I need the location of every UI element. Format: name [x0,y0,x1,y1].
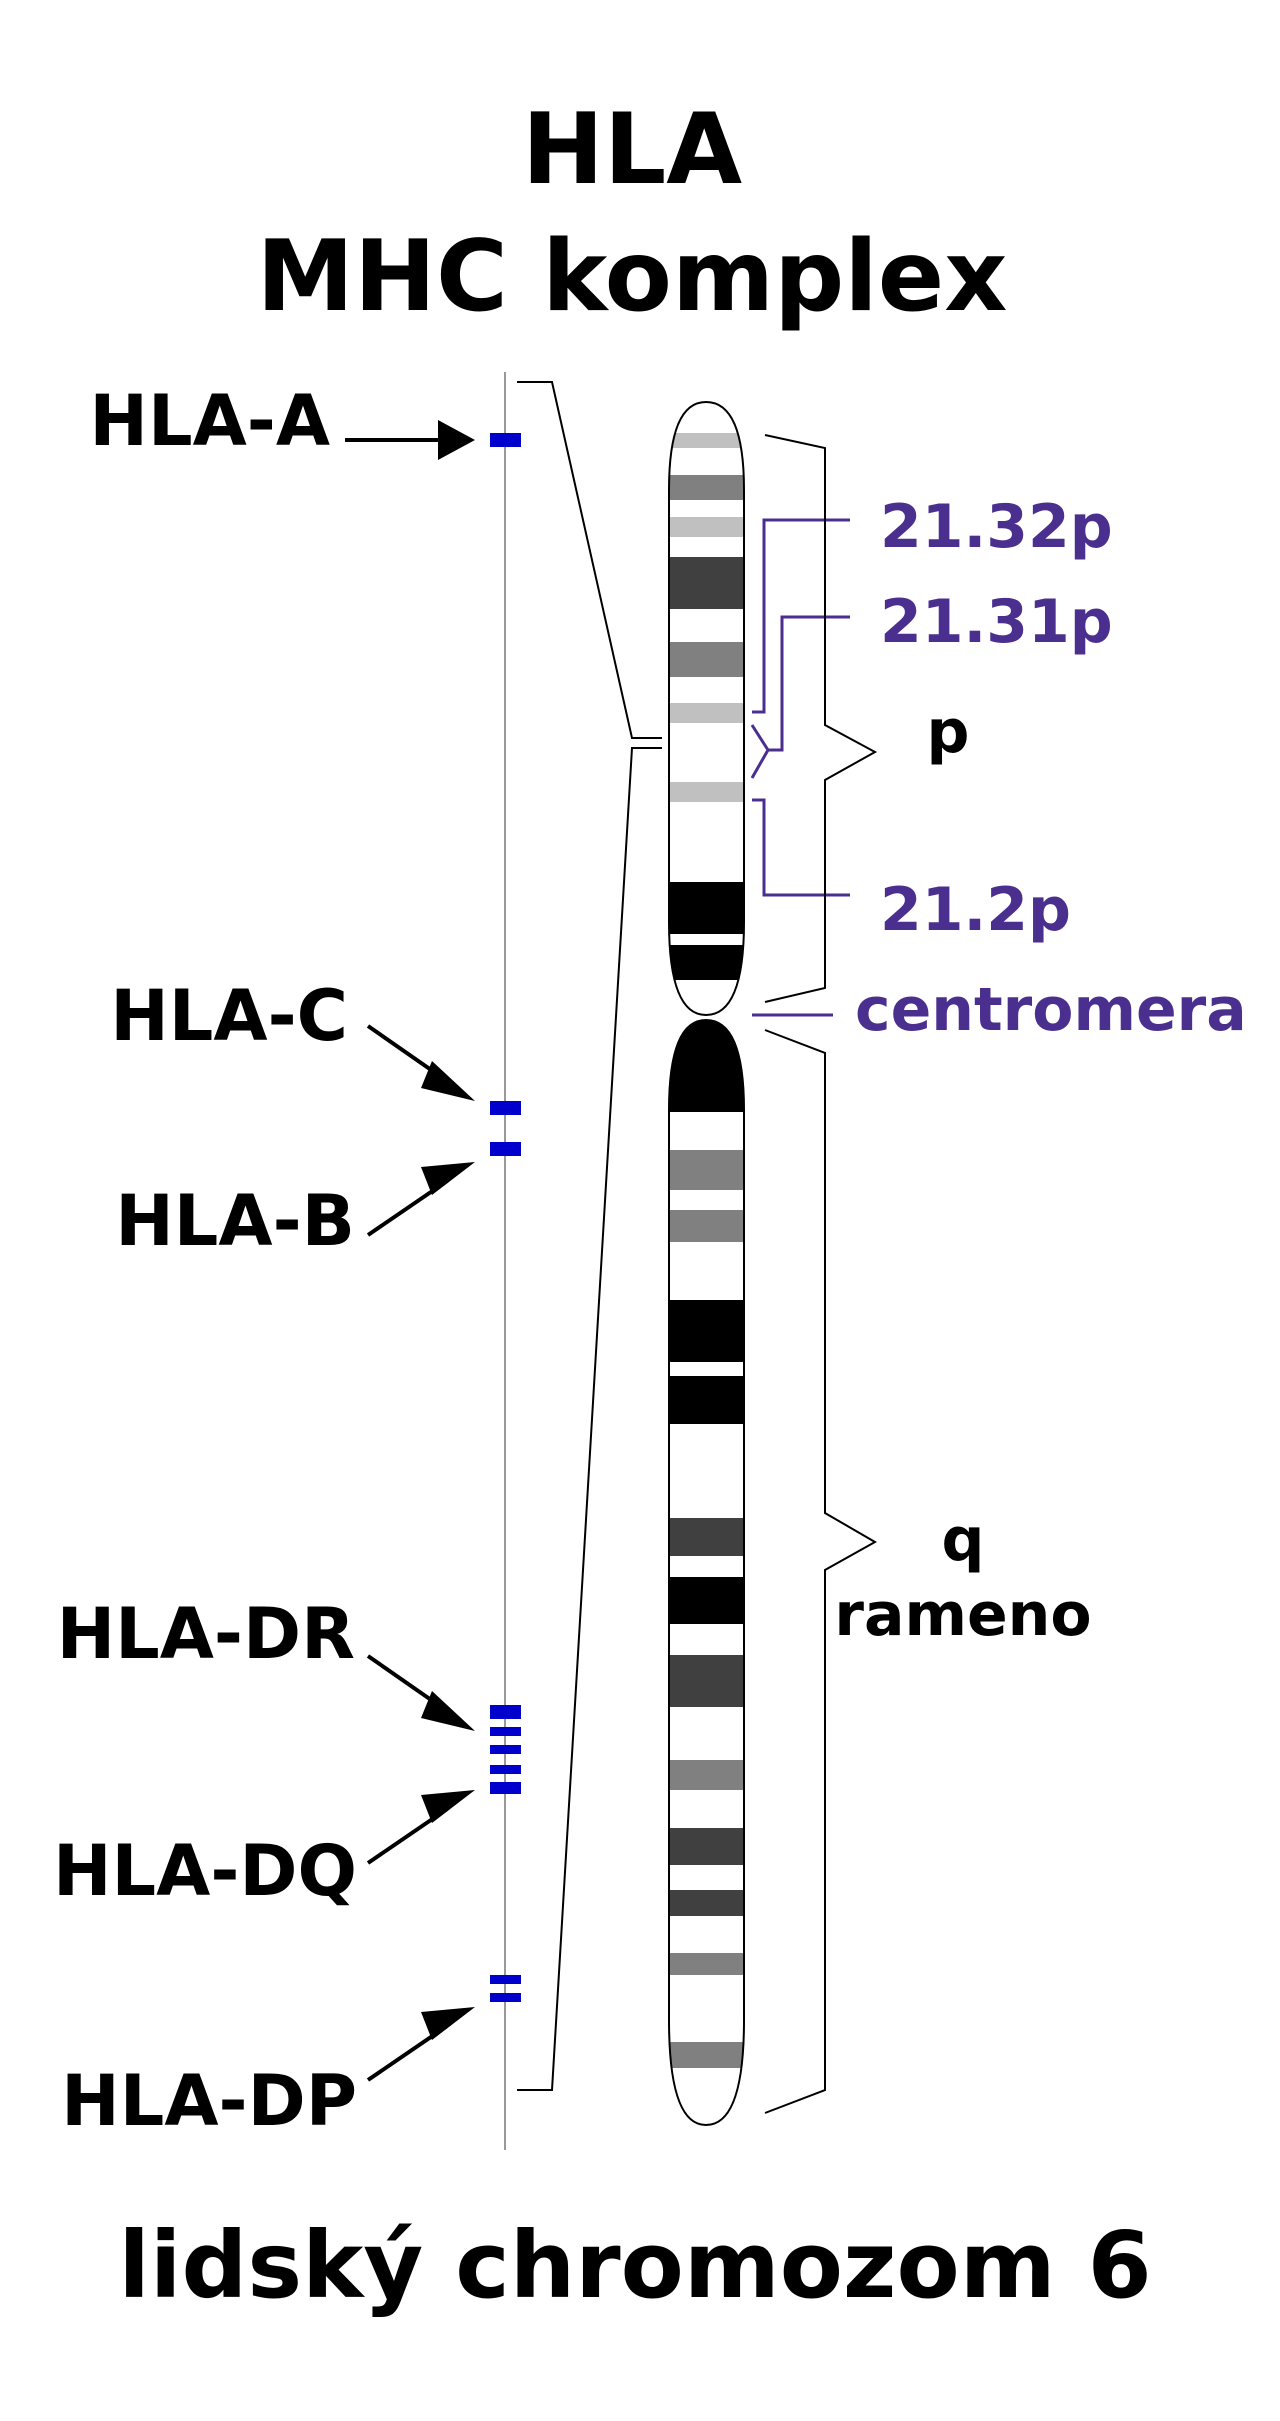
band [669,882,744,934]
band [669,703,744,723]
gene-markers [490,433,521,2002]
gene-label-hla-b: HLA-B [115,1180,355,1262]
band [669,517,744,537]
band-label-centromere: centromera [855,975,1247,1045]
band [669,475,744,500]
marker-hla-b [490,1142,521,1156]
marker-dr-3 [490,1745,521,1754]
arrowhead-hla-c-icon [421,1061,475,1101]
band [669,1300,744,1362]
marker-dq-1 [490,1765,521,1774]
arrowhead-hla-dr-icon [421,1691,475,1731]
q-arm-outline [668,1018,745,2127]
band-annotation-lines [750,518,850,1017]
zoom-bracket [517,381,662,2091]
arrowhead-hla-dp-icon [421,2007,475,2040]
marker-hla-c [490,1101,521,1115]
band [669,1518,744,1556]
band [669,1953,744,1975]
band-line-21-31p [750,724,770,779]
band [669,1577,744,1624]
gene-arrows [345,420,475,2082]
zoom-bracket-bottom [517,747,662,2091]
band [669,1655,744,1707]
marker-dq-2 [490,1782,521,1794]
gene-label-hla-dq: HLA-DQ [53,1830,357,1912]
band [669,1828,744,1865]
arrowhead-hla-dq-icon [421,1790,475,1823]
gene-label-hla-dp: HLA-DP [61,2060,357,2142]
band-line-21-2p [752,798,850,897]
caption: lidský chromozom 6 [118,2212,1151,2319]
band-line-21-31p-connector [768,615,850,752]
band-label-21-31p: 21.31p [880,587,1113,657]
arm-label-p: p [927,697,970,767]
band-line-21-32p [752,518,850,714]
gene-label-hla-a: HLA-A [89,380,330,462]
title-line-2: MHC komplex [257,220,1008,334]
gene-label-hla-c: HLA-C [110,975,348,1057]
title-line-1: HLA [522,93,742,207]
band [669,1890,744,1916]
marker-hla-dr [490,1705,521,1719]
marker-dr-2 [490,1727,521,1736]
band [669,782,744,802]
marker-hla-dp-2 [490,1993,521,2002]
marker-hla-a [490,433,521,447]
band [669,1150,744,1190]
band-label-21-2p: 21.2p [880,875,1071,945]
band [669,433,744,448]
chromosome-q-arm [668,1018,745,2127]
arrowhead-hla-a-icon [438,420,475,460]
band-label-21-32p: 21.32p [880,492,1113,562]
zoom-bracket-top [517,381,662,739]
arrowhead-hla-b-icon [421,1162,475,1195]
arm-label-q: q [942,1505,985,1575]
band [669,2042,744,2068]
chromosome-p-arm [668,400,745,1017]
marker-hla-dp-1 [490,1975,521,1984]
q-arm-brace [764,1029,878,2114]
p-arm-outline [668,400,745,1017]
band [669,557,744,609]
band [669,1020,744,1112]
gene-label-hla-dr: HLA-DR [57,1593,355,1675]
band [669,642,744,677]
band [669,1376,744,1424]
arm-label-rameno: rameno [834,1580,1091,1650]
arm-braces [764,434,878,2114]
band [669,1210,744,1242]
band [669,945,744,980]
band [669,1760,744,1790]
p-arm-brace [764,434,878,1003]
